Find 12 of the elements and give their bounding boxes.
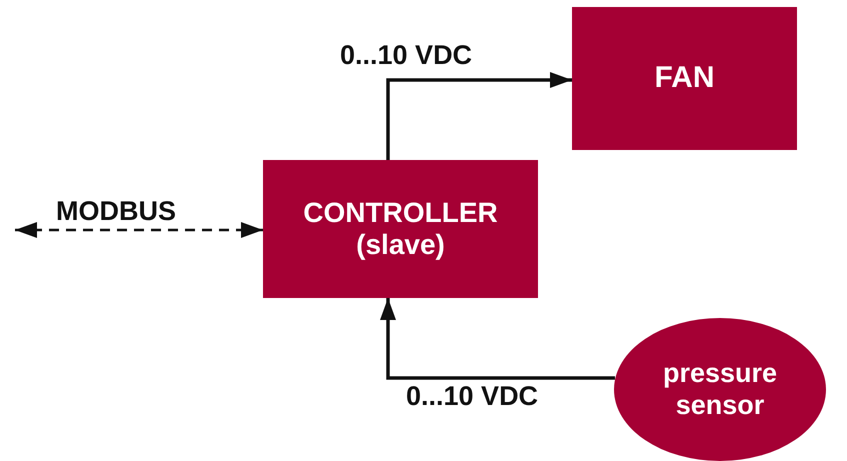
- node-label: FAN: [654, 61, 714, 96]
- node-label: CONTROLLER: [303, 196, 498, 229]
- edge-label: MODBUS: [56, 196, 176, 227]
- process-box: [263, 160, 538, 298]
- edge-label: 0...10 VDC: [340, 40, 472, 71]
- process-box: [572, 7, 797, 150]
- edge-label: 0...10 VDC: [406, 381, 538, 412]
- arrow: [380, 298, 615, 380]
- node-label: (slave): [356, 229, 445, 262]
- arrow: [386, 72, 572, 160]
- arrow: [15, 222, 263, 238]
- node-label: pressure sensor: [662, 358, 778, 421]
